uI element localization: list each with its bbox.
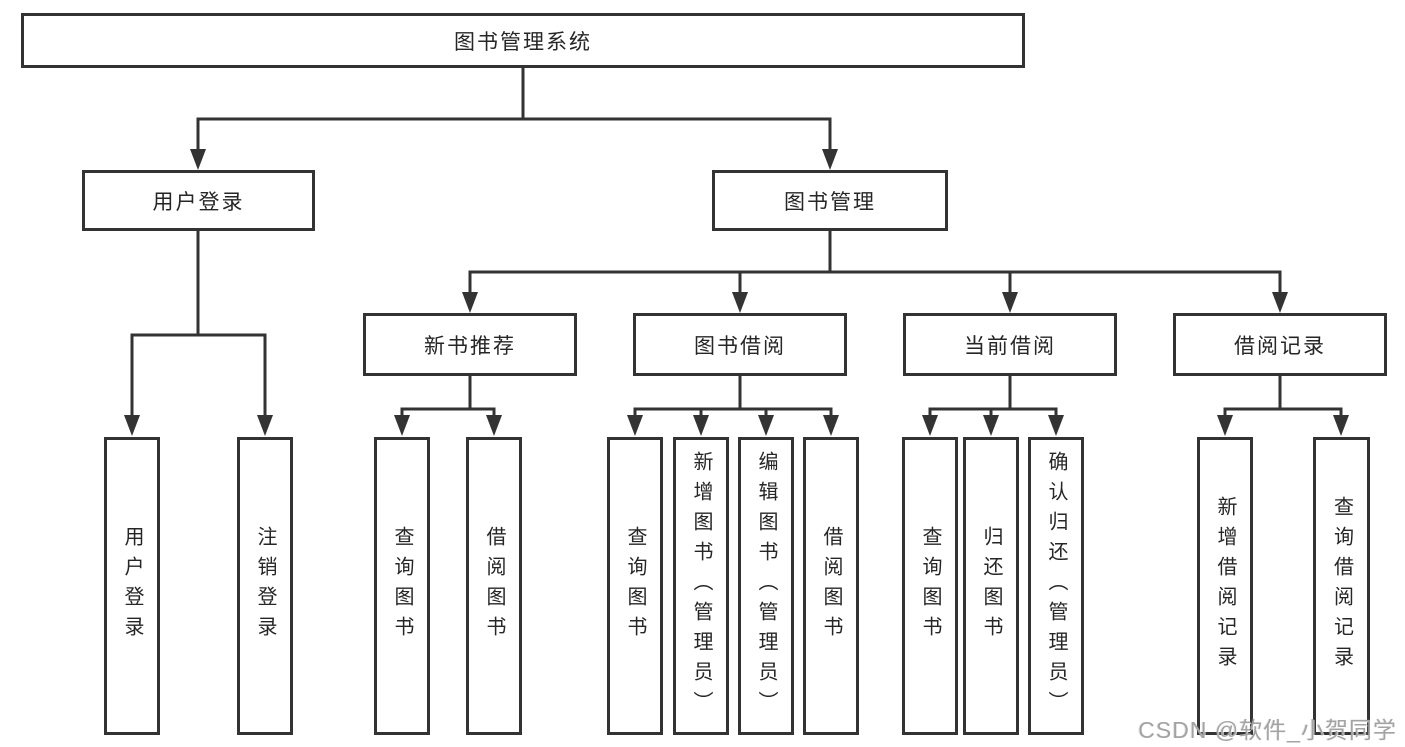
leaf-newbook-borrow-book: 借阅图书 <box>466 437 522 735</box>
watermark: CSDN @软件_小贺同学 <box>1138 717 1397 743</box>
connector-line <box>928 374 1058 421</box>
arrow-down-icon <box>394 415 410 436</box>
arrow-down-icon <box>1272 292 1288 313</box>
leaf-records-add-record: 新增借阅记录 <box>1197 437 1253 735</box>
connector-new-book-to-leaves <box>394 374 502 436</box>
arrow-down-icon <box>732 292 748 313</box>
node-new-book-recommend: 新书推荐 <box>363 313 577 376</box>
leaf-current-query-book: 查询图书 <box>902 437 958 735</box>
arrow-down-icon <box>822 149 838 170</box>
arrow-down-icon <box>124 415 140 436</box>
node-current-borrow: 当前借阅 <box>903 313 1117 376</box>
leaf-borrow-edit-book-admin: 编辑图书（管理员） <box>738 437 794 735</box>
arrow-down-icon <box>190 149 206 170</box>
leaf-borrow-borrow-book: 借阅图书 <box>803 437 859 735</box>
arrow-down-icon <box>1048 415 1064 436</box>
connector-line <box>633 374 833 421</box>
arrow-down-icon <box>627 415 643 436</box>
leaf-newbook-query-book: 查询图书 <box>374 437 430 735</box>
connector-user-login-to-leaves <box>124 229 273 436</box>
leaf-records-query-record: 查询借阅记录 <box>1313 437 1370 735</box>
connector-line <box>468 229 1282 298</box>
leaf-borrow-query-book: 查询图书 <box>607 437 663 735</box>
arrow-down-icon <box>693 415 709 436</box>
arrow-down-icon <box>486 415 502 436</box>
arrow-down-icon <box>922 415 938 436</box>
leaf-logout: 注销登录 <box>237 437 293 735</box>
leaf-user-login: 用户登录 <box>104 437 160 735</box>
arrow-down-icon <box>1333 415 1349 436</box>
node-borrow-records: 借阅记录 <box>1173 313 1387 376</box>
connector-current-borrow-to-leaves <box>922 374 1064 436</box>
connector-book-management-to-level3 <box>462 229 1288 313</box>
node-book-borrow: 图书借阅 <box>633 313 847 376</box>
arrow-down-icon <box>257 415 273 436</box>
connector-line <box>400 374 496 421</box>
leaf-current-return-book: 归还图书 <box>963 437 1019 735</box>
arrow-down-icon <box>1002 292 1018 313</box>
connector-line <box>130 229 267 421</box>
arrow-down-icon <box>823 415 839 436</box>
arrow-down-icon <box>462 292 478 313</box>
connector-borrow-records-to-leaves <box>1217 374 1349 436</box>
connector-book-borrow-to-leaves <box>627 374 839 436</box>
node-user-login: 用户登录 <box>82 170 315 231</box>
connector-root-to-level2 <box>190 66 838 170</box>
arrow-down-icon <box>758 415 774 436</box>
arrow-down-icon <box>983 415 999 436</box>
arrow-down-icon <box>1217 415 1233 436</box>
leaf-current-confirm-return-admin: 确认归还（管理员） <box>1028 437 1084 735</box>
leaf-borrow-add-book-admin: 新增图书（管理员） <box>673 437 729 735</box>
connector-line <box>1223 374 1343 421</box>
node-book-management: 图书管理 <box>712 170 948 231</box>
node-root: 图书管理系统 <box>21 13 1025 68</box>
connector-line <box>196 66 832 155</box>
